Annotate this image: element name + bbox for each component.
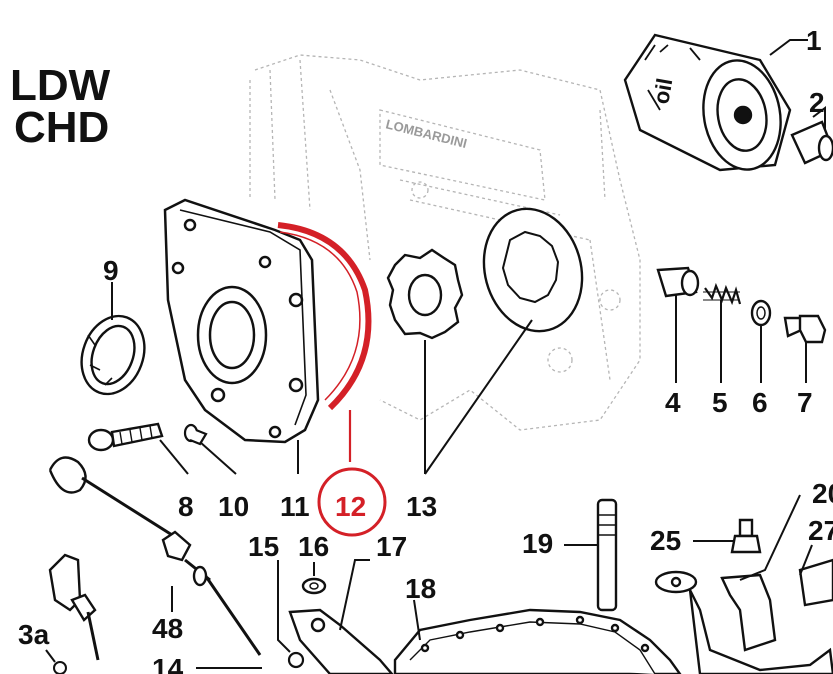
- engine-brand-text: LOMBARDINI: [384, 116, 468, 151]
- callout-6: 6: [752, 387, 768, 418]
- model-code-line-2: CHD: [14, 103, 110, 152]
- stud-part: [596, 498, 618, 612]
- filter-nipple-part: [790, 120, 833, 165]
- model-code-line-1: LDW: [10, 61, 111, 110]
- plug-screw-part: [783, 314, 827, 344]
- oil-seal-part: [80, 314, 146, 396]
- part-12-highlight-circle: [317, 467, 387, 537]
- callout-14: 14: [152, 653, 184, 674]
- sealing-washer-part: [750, 299, 772, 327]
- sump-gasket-part: [393, 608, 682, 674]
- pump-gasket-inner-edge: [279, 231, 361, 401]
- pump-outer-rotor-part: [482, 207, 584, 333]
- callout-1: 1: [806, 25, 822, 56]
- callout-25: 25: [650, 525, 681, 556]
- callout-4: 4: [665, 387, 681, 418]
- cover-screw-part: [87, 422, 164, 452]
- oil-filter-brand-text: oil: [648, 76, 677, 106]
- callout-3a: 3a: [18, 619, 50, 650]
- dipstick-tube-part: [48, 553, 100, 661]
- callout-17: 17: [376, 531, 407, 562]
- oil-sump-part: [288, 608, 394, 674]
- oil-pipe-part: [654, 558, 833, 674]
- callout-13: 13: [406, 491, 437, 522]
- callout-12: 12: [335, 491, 366, 522]
- oil-pump-cover-part: [163, 198, 320, 444]
- relief-valve-piston-part: [656, 266, 700, 298]
- callout-48: 48: [152, 613, 183, 644]
- callout-7: 7: [797, 387, 813, 418]
- callout-5: 5: [712, 387, 728, 418]
- callout-15: 15: [248, 531, 279, 562]
- callout-9: 9: [103, 255, 119, 286]
- leader-lines: [45, 39, 826, 669]
- callout-18: 18: [405, 573, 436, 604]
- callout-10: 10: [218, 491, 249, 522]
- dowel-pin-part: [183, 423, 208, 446]
- dipstick-part: [48, 456, 262, 656]
- drain-washer-part: [301, 577, 327, 595]
- callout-16: 16: [298, 531, 329, 562]
- callout-2: 2: [809, 87, 825, 118]
- callout-20: 20: [812, 478, 833, 509]
- callout-11: 11: [280, 491, 310, 522]
- oil-filter-part: [623, 33, 792, 172]
- washer-3a-part: [53, 661, 67, 674]
- callout-27: 27: [808, 515, 833, 546]
- pump-inner-rotor-part: [386, 248, 464, 340]
- callout-19: 19: [522, 528, 553, 559]
- banjo-screw-part: [730, 518, 762, 554]
- sump-screw-part: [287, 651, 305, 669]
- pump-gasket-part: [277, 222, 372, 411]
- callout-8: 8: [178, 491, 194, 522]
